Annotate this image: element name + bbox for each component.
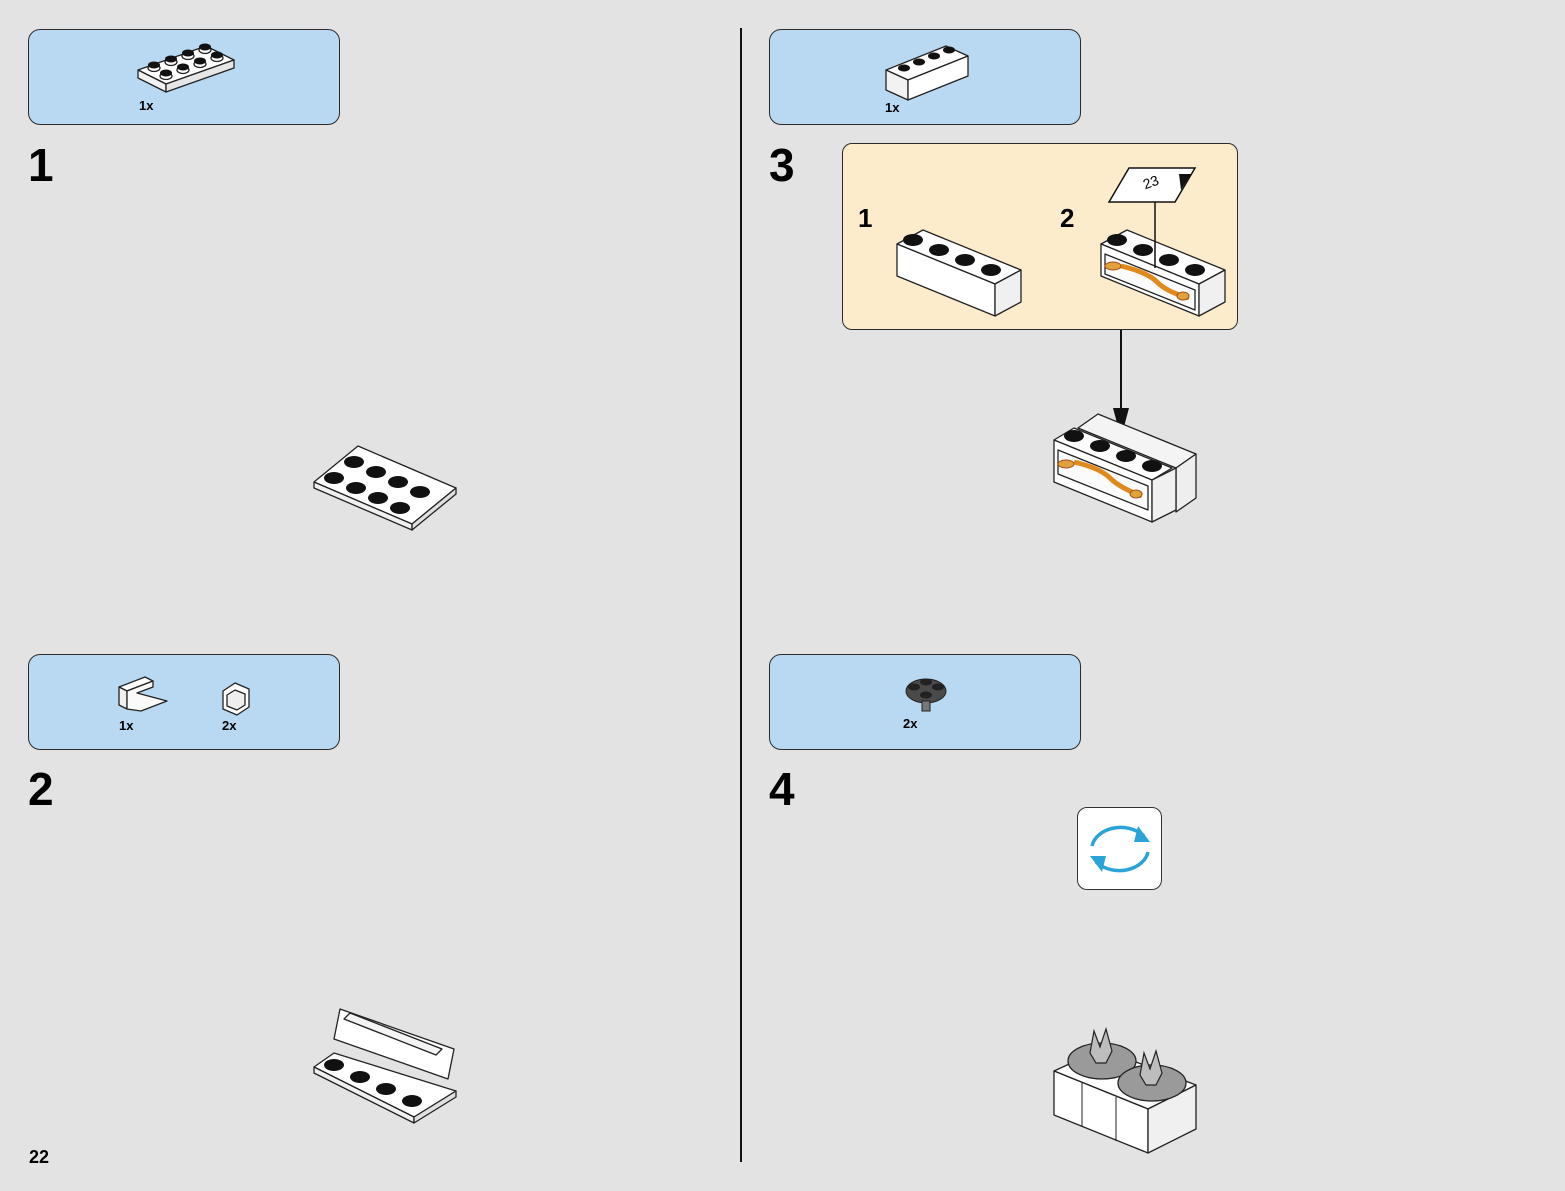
sub-step-number: 2 bbox=[1060, 203, 1075, 233]
sub-assembly-callout: 1 2 23 bbox=[842, 143, 1238, 330]
step-1-parts-box: 1x bbox=[28, 29, 340, 125]
bracket-white-icon bbox=[118, 676, 168, 712]
part-quantity: 1x bbox=[119, 718, 134, 733]
step-3-parts-box: 1x bbox=[769, 29, 1081, 125]
sub-step-number: 1 bbox=[858, 203, 873, 233]
brick-assembly-icon bbox=[1053, 413, 1197, 523]
part-quantity: 2x bbox=[222, 718, 237, 733]
step-number: 1 bbox=[28, 139, 54, 191]
part-quantity: 1x bbox=[885, 100, 900, 115]
step-number: 3 bbox=[769, 139, 795, 191]
step-4-parts-box: 2x bbox=[769, 654, 1081, 750]
plate-2x4-assembly-icon bbox=[313, 445, 457, 531]
rotate-model-indicator bbox=[1077, 807, 1162, 890]
round-plates-assembly-icon bbox=[1053, 1026, 1197, 1154]
sticker-reference-icon bbox=[1107, 167, 1197, 268]
rotate-model-icon bbox=[1090, 825, 1150, 873]
plate-round-gray-icon bbox=[905, 678, 947, 712]
part-quantity: 1x bbox=[139, 98, 154, 113]
corner-panel-white-icon bbox=[222, 682, 250, 716]
brick-1x4-white-icon bbox=[885, 45, 969, 101]
bracket-assembly-icon bbox=[313, 1008, 457, 1124]
plate-2x4-white-icon bbox=[137, 43, 235, 93]
step-number: 4 bbox=[769, 763, 795, 815]
brick-1x4-sticker-icon bbox=[1100, 229, 1226, 317]
step-2-parts-box: 1x 2x bbox=[28, 654, 340, 750]
page-number: 22 bbox=[29, 1147, 50, 1167]
brick-1x4-white-icon bbox=[896, 229, 1022, 317]
step-number: 2 bbox=[28, 763, 54, 815]
page-divider bbox=[740, 28, 742, 1162]
part-quantity: 2x bbox=[903, 716, 918, 731]
